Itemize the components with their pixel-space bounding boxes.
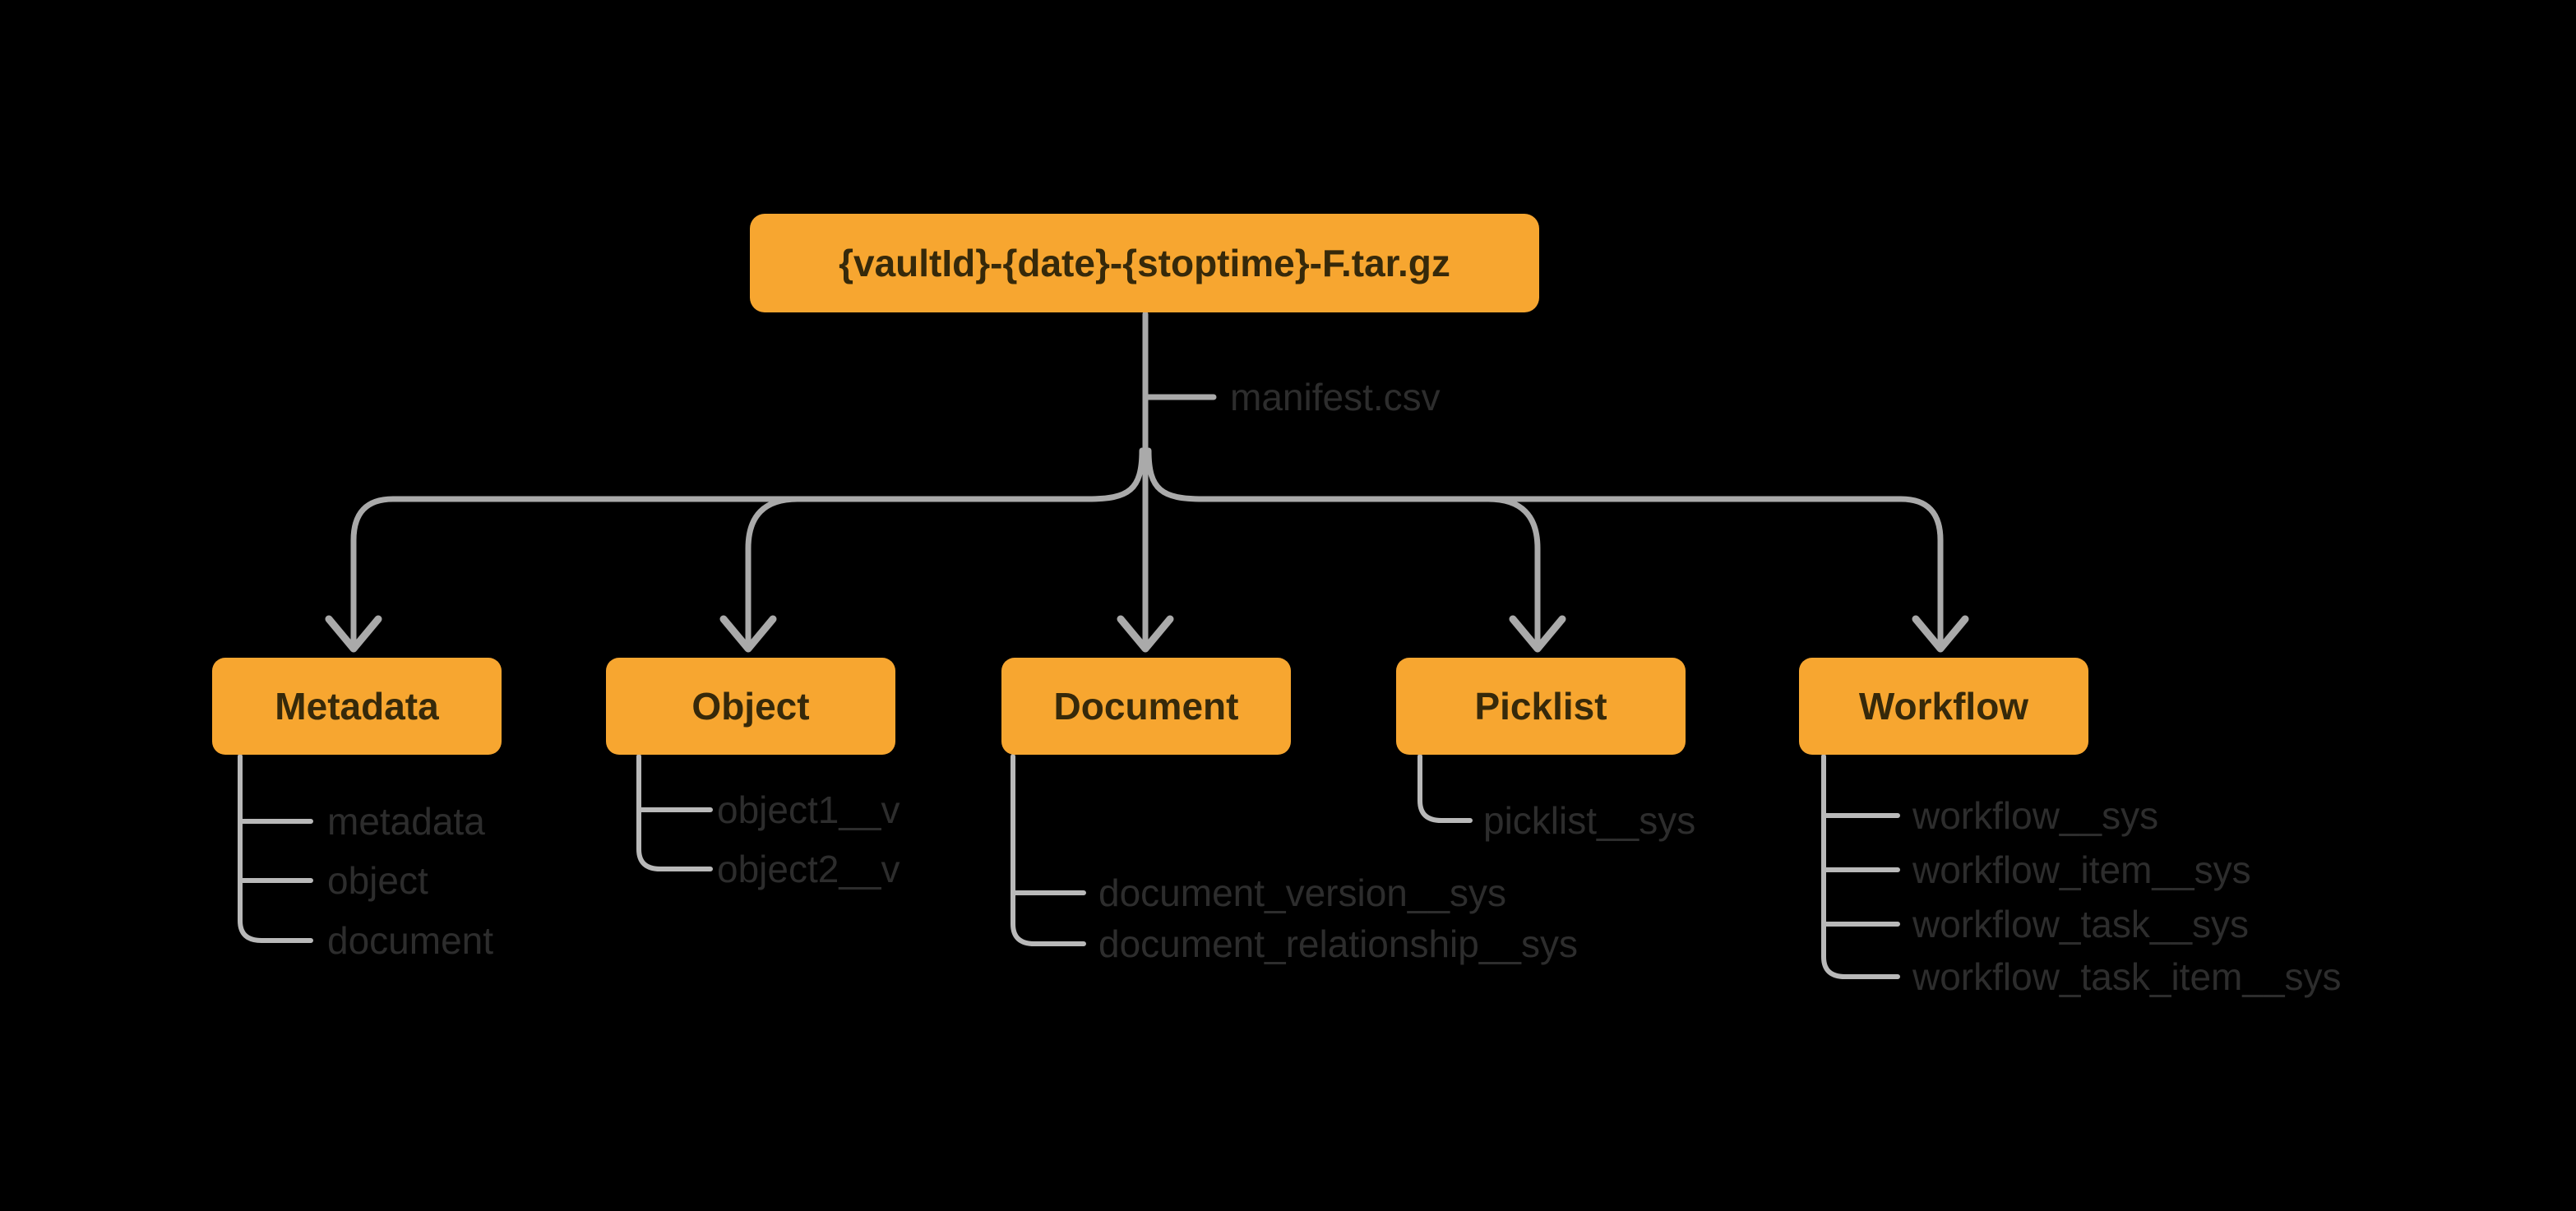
file-label-picklist: picklist__sys: [1483, 799, 1696, 842]
root-archive-node: {vaultId}-{date}-{stoptime}-F.tar.gz: [750, 214, 1539, 312]
bar-left-line: [350, 447, 1145, 649]
arrowhead-picklist-icon: [1509, 615, 1566, 653]
file-label-workflow: workflow_item__sys: [1912, 848, 2251, 891]
file-label-workflow: workflow__sys: [1912, 794, 2159, 837]
node-document-label: Document: [1053, 685, 1239, 728]
file-label-object: object1__v: [717, 788, 900, 831]
arrowhead-object-icon: [719, 615, 777, 653]
node-workflow: Workflow: [1799, 658, 2088, 755]
root-archive-label: {vaultId}-{date}-{stoptime}-F.tar.gz: [839, 242, 1450, 284]
subtree-workflow-line: [1821, 754, 1900, 979]
node-picklist-label: Picklist: [1474, 685, 1607, 728]
file-label-workflow: workflow_task_item__sys: [1912, 955, 2342, 998]
node-metadata: Metadata: [212, 658, 502, 755]
file-label-document: document_relationship__sys: [1098, 922, 1579, 965]
node-document: Document: [1001, 658, 1291, 755]
node-workflow-label: Workflow: [1858, 685, 2029, 728]
node-metadata-label: Metadata: [275, 685, 439, 728]
subtree-picklist-line: [1417, 754, 1473, 823]
subtree-document-line: [1011, 754, 1086, 946]
node-picklist: Picklist: [1396, 658, 1686, 755]
arrowhead-document-icon: [1117, 615, 1174, 653]
branch-picklist-line: [1485, 496, 1541, 649]
subtree-metadata-line: [238, 754, 313, 943]
file-label-metadata: document: [327, 919, 494, 962]
arrowhead-workflow-icon: [1912, 615, 1969, 653]
node-object-label: Object: [691, 685, 810, 728]
subtree-object-line: [636, 754, 713, 871]
node-object: Object: [606, 658, 895, 755]
branch-object-line: [745, 496, 801, 649]
file-label-document: document_version__sys: [1098, 871, 1507, 914]
file-label-object: object2__v: [717, 848, 900, 890]
file-label-metadata: metadata: [327, 800, 485, 843]
arrowhead-metadata-icon: [325, 615, 382, 653]
bar-right-line: [1145, 447, 1944, 649]
file-label-metadata: object: [327, 859, 428, 902]
manifest-file-label: manifest.csv: [1230, 376, 1441, 418]
file-label-workflow: workflow_task__sys: [1912, 903, 2250, 945]
